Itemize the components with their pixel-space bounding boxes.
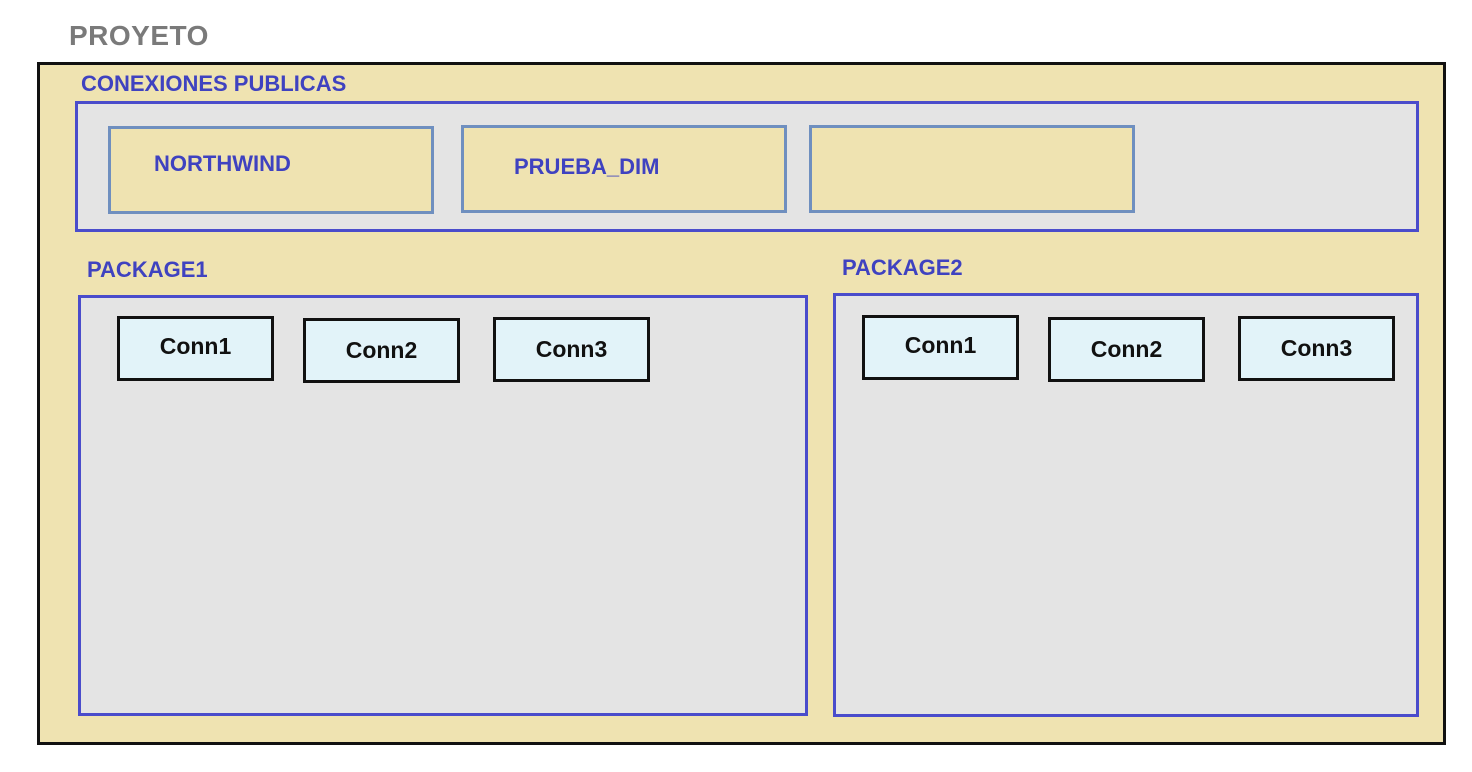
public-connection-prueba-dim[interactable]	[461, 125, 787, 213]
package2-conn2[interactable]: Conn2	[1048, 317, 1205, 382]
package1-conn2[interactable]: Conn2	[303, 318, 460, 383]
package2-conn1[interactable]: Conn1	[862, 315, 1019, 380]
project-title: PROYETO	[69, 20, 209, 51]
package1-conn3[interactable]: Conn3	[493, 317, 650, 382]
public-connection-northwind[interactable]	[108, 126, 434, 214]
public-connection-empty[interactable]	[809, 125, 1135, 213]
package2-label: PACKAGE2	[842, 255, 963, 280]
public-connections-label: CONEXIONES PUBLICAS	[81, 71, 347, 96]
package1-label: PACKAGE1	[87, 257, 208, 282]
package1-conn1[interactable]: Conn1	[117, 316, 274, 381]
package2-conn3[interactable]: Conn3	[1238, 316, 1395, 381]
public-connection-label: NORTHWIND	[154, 151, 291, 176]
public-connection-label: PRUEBA_DIM	[514, 154, 660, 179]
